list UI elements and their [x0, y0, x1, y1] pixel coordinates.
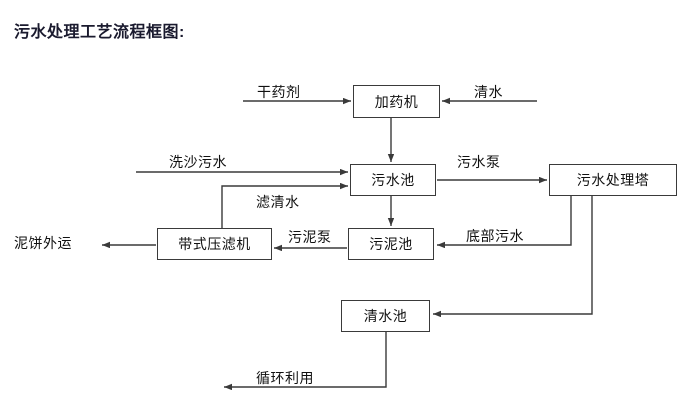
edge-label-sludge-pump: 污泥泵	[288, 229, 332, 245]
edge-label-sewage-pump: 污水泵	[457, 154, 501, 170]
page-title: 污水处理工艺流程框图:	[14, 24, 185, 41]
node-clean-water-pool[interactable]: 清水池	[341, 300, 430, 332]
edge-label-clean-water-in: 清水	[474, 84, 503, 100]
node-label: 污水池	[371, 172, 415, 188]
edge-label-bottom-sewage: 底部污水	[466, 228, 524, 244]
node-label: 污泥池	[369, 236, 413, 252]
node-label: 带式压滤机	[178, 236, 251, 252]
edge-label-filtrate-water: 滤清水	[256, 194, 300, 210]
edge-label-recycle-use: 循环利用	[256, 370, 314, 386]
node-label: 加药机	[374, 93, 419, 110]
node-treatment-tower[interactable]: 污水处理塔	[549, 164, 677, 196]
edge-label-mud-cake-out: 泥饼外运	[14, 235, 72, 251]
edge-treatment-tower-to-clean-water-pool	[433, 196, 593, 318]
node-sludge-pool[interactable]: 污泥池	[348, 228, 434, 260]
edge-label-sand-wash-water: 洗沙污水	[169, 154, 227, 170]
node-dosing-machine[interactable]: 加药机	[353, 85, 440, 118]
node-label: 清水池	[363, 308, 408, 324]
edge-clean-water-pool-to-recycle-use	[224, 332, 387, 391]
node-label: 污水处理塔	[576, 172, 650, 188]
edge-belt-filter-press-to-sewage-pool-filtrate	[221, 182, 348, 228]
edge-label-dry-reagent: 干药剂	[257, 84, 301, 100]
node-belt-filter-press[interactable]: 带式压滤机	[157, 228, 272, 260]
edge-treatment-tower-to-sludge-pool	[437, 196, 572, 249]
node-sewage-pool[interactable]: 污水池	[350, 164, 436, 196]
